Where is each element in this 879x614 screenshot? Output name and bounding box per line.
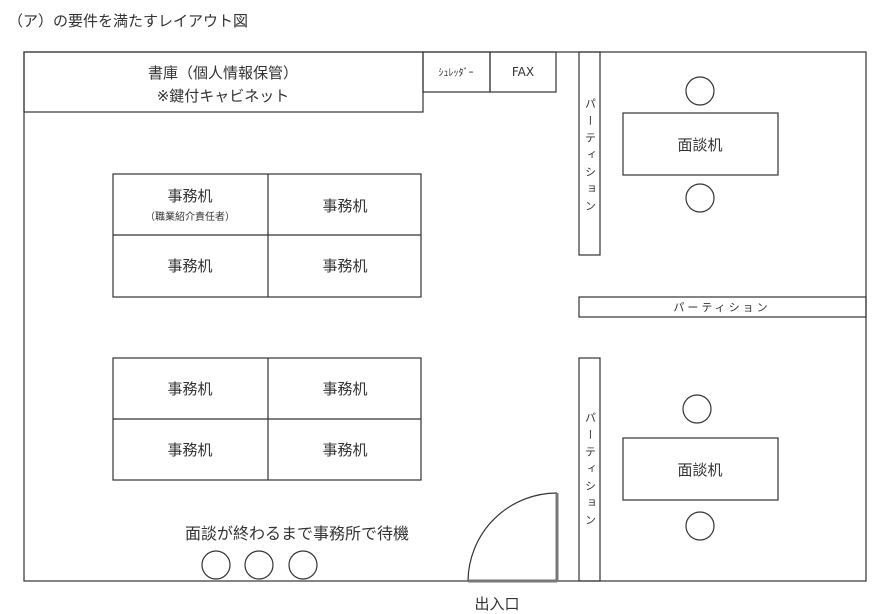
fax xyxy=(489,51,557,93)
partition-label: パーティション xyxy=(584,98,597,217)
chair xyxy=(682,394,712,424)
shredder-label: ｼｭﾚｯﾀﾞｰ xyxy=(439,67,474,79)
entrance-label: 出入口 xyxy=(474,595,519,613)
desk-sublabel: （職業紹介責任者） xyxy=(145,210,235,223)
partition-top xyxy=(578,51,601,256)
bookshelf-label: 書庫（個人情報保管） xyxy=(148,64,298,82)
desk-label: 事務机 xyxy=(167,187,212,205)
interview-desk-label: 面談机 xyxy=(677,461,722,479)
chair xyxy=(685,76,715,106)
diagram-title: （ア）の要件を満たすレイアウト図 xyxy=(8,12,248,30)
chair xyxy=(685,511,715,541)
interview-desk-label: 面談机 xyxy=(677,136,722,154)
partition-bottom xyxy=(578,357,601,582)
partition-middle xyxy=(578,296,867,318)
desk-label: 事務机 xyxy=(322,380,367,398)
desk-label: 事務机 xyxy=(167,441,212,459)
desk-cluster-lower xyxy=(112,357,422,481)
waiting-chair xyxy=(201,550,231,580)
desk-label: 事務机 xyxy=(322,257,367,275)
interview-desk-lower xyxy=(622,437,779,501)
waiting-chair xyxy=(244,550,274,580)
desk-label: 事務机 xyxy=(322,197,367,215)
desk-label: 事務机 xyxy=(167,257,212,275)
chair xyxy=(685,183,715,213)
waiting-chair xyxy=(288,550,318,580)
fax-label: FAX xyxy=(512,65,534,79)
desk-cluster-upper xyxy=(112,173,422,298)
desk-label: 事務机 xyxy=(167,380,212,398)
partition-label: パーティション xyxy=(584,412,597,531)
desk-label: 事務机 xyxy=(322,441,367,459)
partition-label: パーティション xyxy=(673,301,770,314)
interview-desk-upper xyxy=(622,112,779,176)
door-icon xyxy=(467,492,559,583)
bookshelf-sublabel: ※鍵付キャビネット xyxy=(157,87,290,105)
waiting-note: 面談が終わるまで事務所で待機 xyxy=(185,524,409,543)
